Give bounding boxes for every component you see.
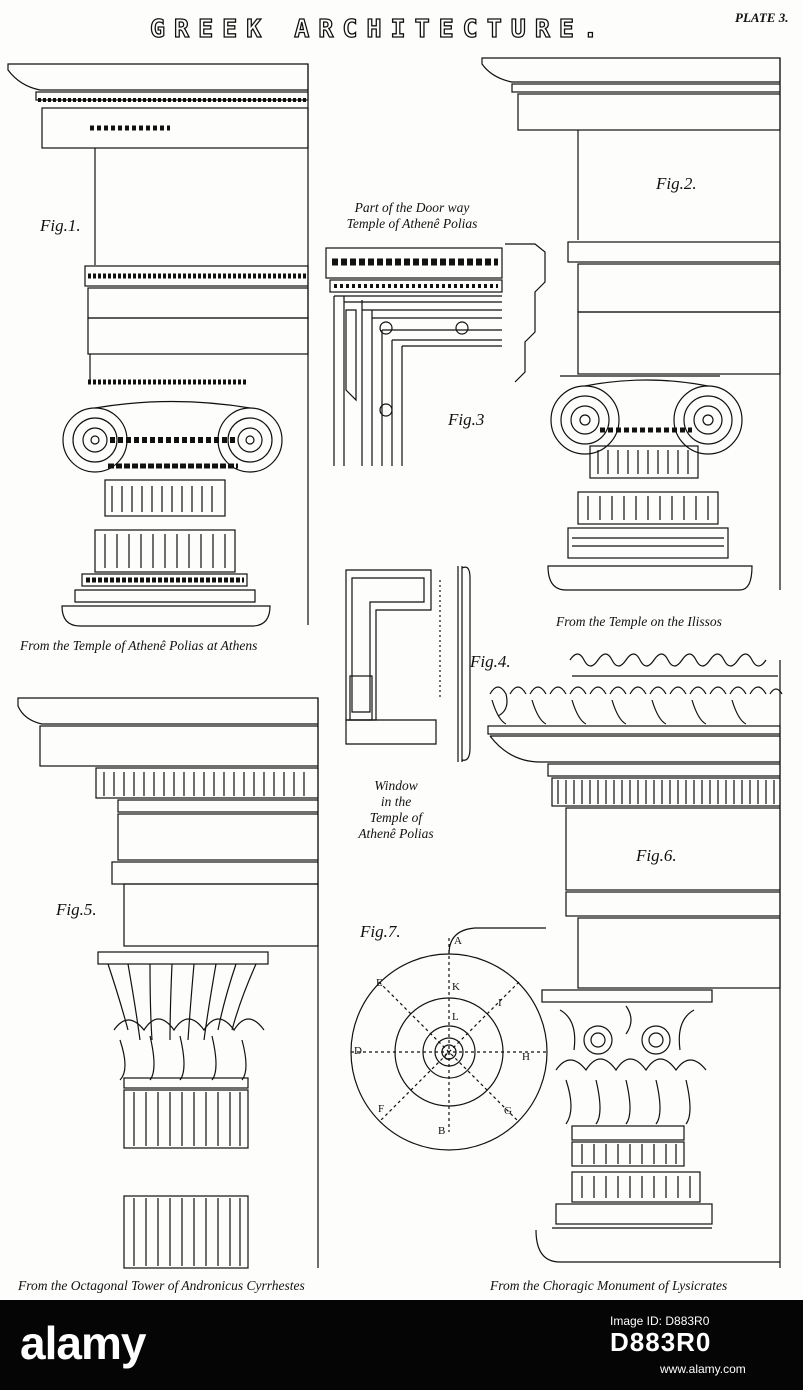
fig7-label: Fig.7. xyxy=(360,922,401,941)
fig1-label: Fig.1. xyxy=(40,216,81,235)
fig4-caption-line3: Temple of xyxy=(369,810,423,825)
fig5-entablature xyxy=(17,697,319,1268)
fig7-letters: A K I E L C H D F B G xyxy=(354,935,530,1137)
fig1-neck xyxy=(84,265,309,380)
fig6-caption: From the Choragic Monument of Lysicrates xyxy=(490,1278,728,1293)
fig1-ionic-capital xyxy=(62,379,283,517)
fig2-column-base xyxy=(547,491,753,591)
volute-letter-a: A xyxy=(454,935,462,947)
fig5-corinthian-capital xyxy=(97,951,269,1269)
volute-letter-f: F xyxy=(378,1103,384,1115)
volute-letter-k: K xyxy=(452,981,460,993)
volute-letter-g: G xyxy=(504,1105,512,1117)
fig4-window xyxy=(345,566,471,762)
brand-logo: alamy xyxy=(20,1317,146,1369)
fig4-caption: Window in the Temple of Athenê Polias xyxy=(330,778,462,842)
volute-letter-c: C xyxy=(444,1051,451,1063)
plate-number: PLATE 3. xyxy=(735,10,789,25)
watermark-footer xyxy=(0,1300,803,1390)
volute-letter-e: E xyxy=(376,977,383,989)
fig6-cresting xyxy=(487,653,783,735)
fig6-corinthian-capital xyxy=(535,989,780,1263)
fig7-volute-diagram xyxy=(350,927,548,1151)
volute-letter-i: I xyxy=(498,997,502,1009)
fig3-caption-line1: Part of the Door way xyxy=(354,200,470,215)
architecture-engraving: A K I E L C H D F B G xyxy=(7,57,783,1269)
plate-title: GREEK ARCHITECTURE. xyxy=(149,13,607,43)
fig5-label: Fig.5. xyxy=(56,900,97,919)
fig4-caption-line2: in the xyxy=(380,794,412,809)
fig2-ionic-capital xyxy=(550,375,743,479)
fig1-caption: From the Temple of Athenê Polias at Athe… xyxy=(20,638,258,653)
fig4-caption-line4: Athenê Polias xyxy=(358,826,434,841)
volute-letter-l: L xyxy=(452,1011,459,1023)
volute-letter-b: B xyxy=(438,1125,445,1137)
fig1-column-base xyxy=(61,529,271,627)
fig3-caption: Part of the Door way Temple of Athenê Po… xyxy=(316,200,508,232)
fig1-entablature xyxy=(7,63,309,625)
fig3-caption-line2: Temple of Athenê Polias xyxy=(346,216,478,231)
fig4-caption-line1: Window xyxy=(374,778,418,793)
image-id: Image ID: D883R0 D883R0 xyxy=(610,1314,711,1356)
volute-letter-h: H xyxy=(522,1051,530,1063)
brand-url: www.alamy.com xyxy=(660,1362,746,1376)
image-id-code: D883R0 xyxy=(610,1327,712,1357)
fig2-entablature xyxy=(481,57,781,590)
fig2-caption: From the Temple on the Ilissos xyxy=(556,614,722,629)
image-id-label: Image ID: D883R0 xyxy=(610,1314,710,1328)
fig5-caption: From the Octagonal Tower of Andronicus C… xyxy=(18,1278,305,1293)
fig4-label: Fig.4. xyxy=(470,652,511,671)
fig3-doorway xyxy=(325,243,546,466)
volute-letter-d: D xyxy=(354,1045,362,1057)
fig6-entablature xyxy=(489,660,781,1268)
fig6-label: Fig.6. xyxy=(636,846,677,865)
engraving-plate: A K I E L C H D F B G GREEK ARCHITECTURE… xyxy=(7,10,789,1293)
fig3-label: Fig.3 xyxy=(448,410,485,429)
fig2-label: Fig.2. xyxy=(656,174,697,193)
